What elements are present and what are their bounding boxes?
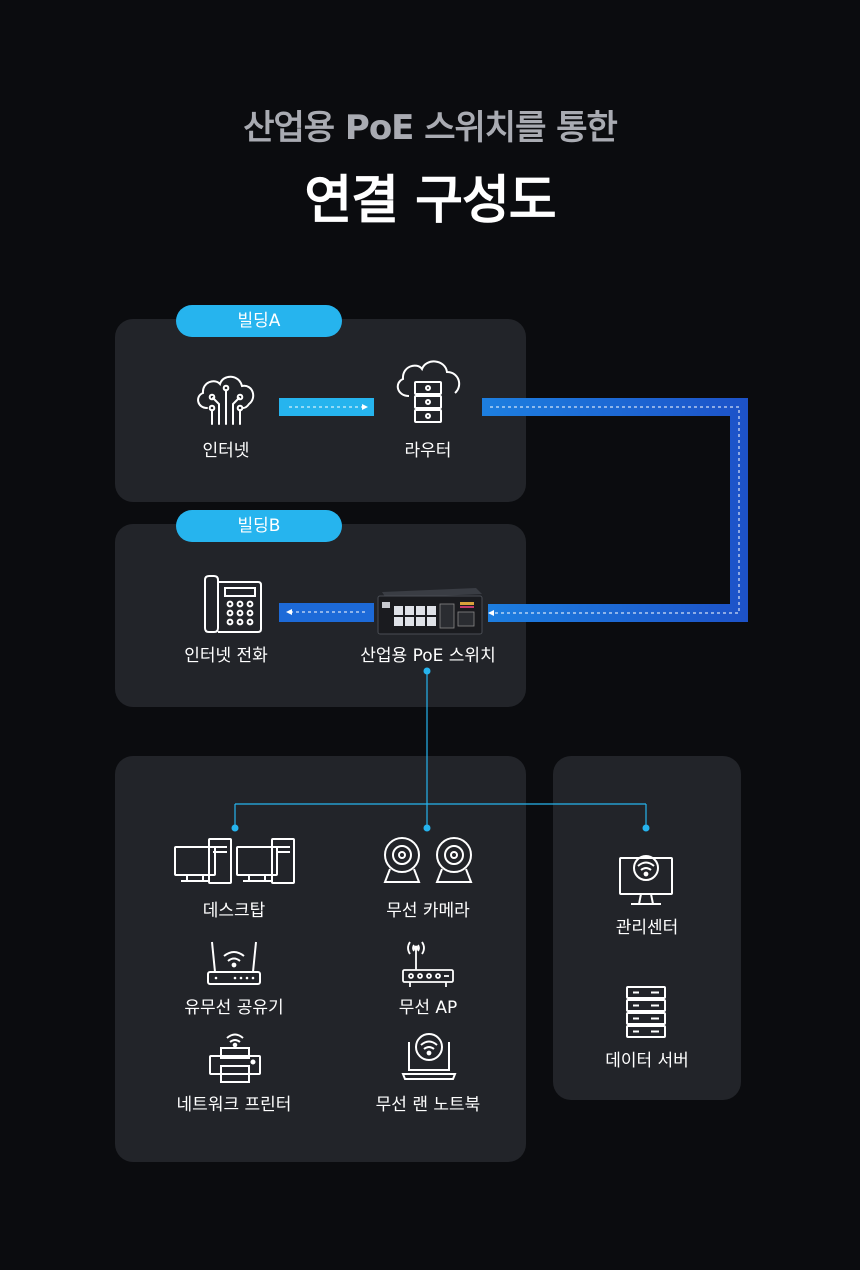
router-switch-link <box>482 398 748 622</box>
wireless-router-label: 유무선 공유기 <box>184 998 284 1018</box>
server-rack-icon <box>625 985 667 1039</box>
router-label: 라우터 <box>404 441 452 461</box>
printer-icon <box>207 1030 263 1084</box>
internet-phone-label: 인터넷 전화 <box>184 646 268 666</box>
poe-switch-image <box>376 582 484 636</box>
desktop-icon <box>173 837 297 885</box>
data-server-label: 데이터 서버 <box>605 1051 689 1071</box>
cloud-network-icon <box>193 370 259 426</box>
internet-label: 인터넷 <box>202 441 250 461</box>
access-point-icon <box>400 938 456 990</box>
wireless-laptop-label: 무선 랜 노트북 <box>375 1095 481 1115</box>
building-a-badge: 빌딩A <box>176 305 342 337</box>
management-panel <box>553 756 741 1100</box>
laptop-icon <box>401 1032 457 1082</box>
wireless-ap-label: 무선 AP <box>398 998 458 1018</box>
wifi-router-icon <box>205 940 263 988</box>
camera-icon <box>382 835 476 885</box>
wireless-camera-label: 무선 카메라 <box>386 901 470 921</box>
desktop-label: 데스크탑 <box>202 901 266 921</box>
subtitle: 산업용 PoE 스위치를 통한 <box>243 108 618 148</box>
phone-icon <box>201 574 263 634</box>
network-printer-label: 네트워크 프린터 <box>176 1095 292 1115</box>
cloud-server-icon <box>391 356 465 430</box>
poe-switch-label: 산업용 PoE 스위치 <box>360 646 496 666</box>
devices-panel <box>115 756 526 1162</box>
management-center-label: 관리센터 <box>615 918 679 938</box>
page-title: 연결 구성도 <box>304 171 556 231</box>
building-b-badge: 빌딩B <box>176 510 342 542</box>
monitor-wifi-icon <box>617 852 675 908</box>
